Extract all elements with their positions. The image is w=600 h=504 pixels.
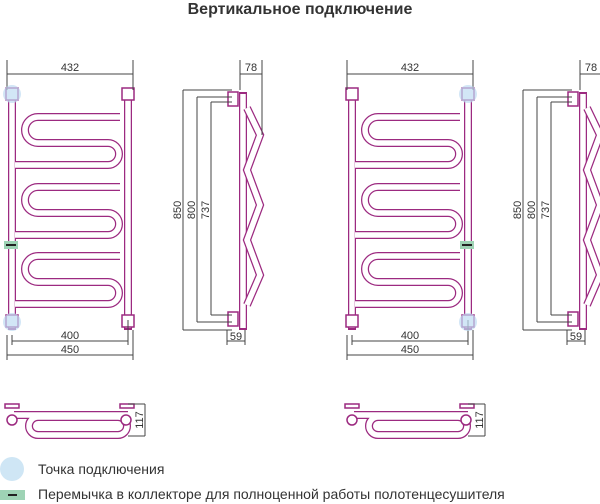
dim-59: 59 bbox=[570, 331, 582, 343]
dim-800: 800 bbox=[526, 201, 538, 219]
dim-400: 400 bbox=[61, 330, 79, 342]
dim-450: 450 bbox=[61, 344, 79, 356]
top-view-left: 117 bbox=[5, 404, 146, 436]
dim-800: 800 bbox=[186, 201, 198, 219]
side-view-left: 78 850 800 737 59 bbox=[172, 60, 262, 345]
front-view-left: 432 400 450 bbox=[3, 60, 134, 360]
legend-connection-label: Точка подключения bbox=[38, 461, 165, 477]
top-view-right: 117 bbox=[345, 404, 486, 436]
dim-78: 78 bbox=[245, 62, 257, 74]
dim-737: 737 bbox=[540, 201, 552, 219]
dim-432: 432 bbox=[401, 62, 419, 74]
dim-850: 850 bbox=[172, 201, 184, 219]
connection-point-icon bbox=[459, 313, 477, 331]
legend-connection-icon bbox=[0, 457, 24, 481]
dim-117: 117 bbox=[134, 411, 146, 429]
front-view-right: 432 400 450 bbox=[346, 60, 477, 360]
legend-jumper-label: Перемычка в коллекторе для полноценной р… bbox=[38, 486, 505, 502]
dim-432: 432 bbox=[61, 62, 79, 74]
dim-737: 737 bbox=[200, 201, 212, 219]
dim-117: 117 bbox=[474, 411, 486, 429]
page-title: Вертикальное подключение bbox=[187, 1, 413, 18]
side-view-right: 78 850 800 737 59 bbox=[512, 60, 600, 345]
connection-point-icon bbox=[3, 85, 21, 103]
dim-59: 59 bbox=[230, 331, 242, 343]
dim-78: 78 bbox=[585, 62, 597, 74]
connection-point-icon bbox=[459, 85, 477, 103]
connection-point-icon bbox=[3, 313, 21, 331]
dim-850: 850 bbox=[512, 201, 524, 219]
dim-450: 450 bbox=[401, 344, 419, 356]
dim-400: 400 bbox=[401, 330, 419, 342]
